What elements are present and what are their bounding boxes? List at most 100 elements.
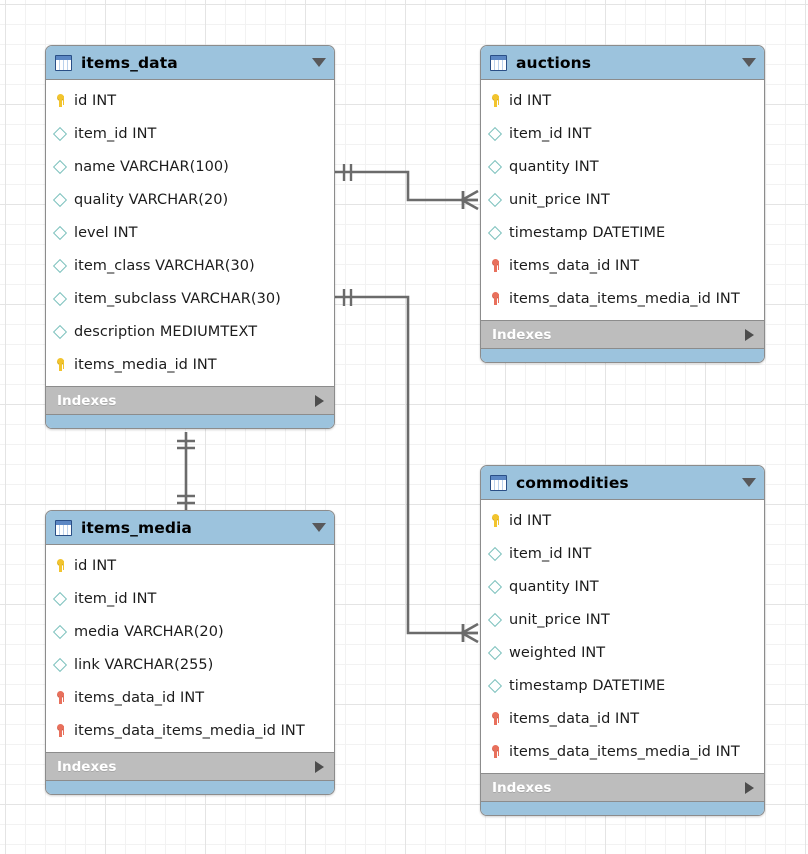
column-name: name VARCHAR(100) <box>74 158 229 175</box>
column-row[interactable]: link VARCHAR(255) <box>46 648 334 681</box>
column-name: timestamp DATETIME <box>509 224 666 241</box>
red-key-icon <box>54 722 69 739</box>
table-name: items_media <box>81 518 192 537</box>
column-row[interactable]: id INT <box>46 549 334 582</box>
table-header-items_media[interactable]: items_media <box>46 511 334 545</box>
red-key-icon <box>489 710 504 727</box>
teal-diamond-icon <box>54 191 69 208</box>
yellow-key-icon <box>54 92 69 109</box>
column-row[interactable]: name VARCHAR(100) <box>46 150 334 183</box>
relationship-items-data-items-media <box>177 432 195 512</box>
column-row[interactable]: items_data_items_media_id INT <box>46 714 334 747</box>
table-header-items_data[interactable]: items_data <box>46 46 334 80</box>
table-name: items_data <box>81 53 178 72</box>
teal-diamond-icon <box>54 290 69 307</box>
yellow-key-icon <box>54 557 69 574</box>
table-icon <box>55 54 72 71</box>
caret-down-icon[interactable] <box>742 478 756 487</box>
column-row[interactable]: item_class VARCHAR(30) <box>46 249 334 282</box>
column-row[interactable]: weighted INT <box>481 636 764 669</box>
column-name: items_data_id INT <box>74 689 205 706</box>
column-row[interactable]: items_data_items_media_id INT <box>481 735 764 768</box>
column-row[interactable]: level INT <box>46 216 334 249</box>
column-row[interactable]: id INT <box>481 84 764 117</box>
column-list: id INT item_id INT quantity INT unit_price … <box>481 80 764 320</box>
column-name: quantity INT <box>509 578 599 595</box>
column-name: description MEDIUMTEXT <box>74 323 258 340</box>
caret-down-icon[interactable] <box>312 523 326 532</box>
caret-right-icon[interactable] <box>315 760 324 773</box>
column-row[interactable]: quantity INT <box>481 150 764 183</box>
teal-diamond-icon <box>54 656 69 673</box>
column-name: item_id INT <box>509 125 592 142</box>
table-icon <box>490 474 507 491</box>
column-row[interactable]: description MEDIUMTEXT <box>46 315 334 348</box>
indexes-section-items_data[interactable]: Indexes <box>46 386 334 414</box>
column-row[interactable]: id INT <box>481 504 764 537</box>
column-name: items_data_items_media_id INT <box>509 743 740 760</box>
yellow-key-icon <box>489 512 504 529</box>
indexes-label: Indexes <box>57 392 117 409</box>
caret-down-icon[interactable] <box>742 58 756 67</box>
teal-diamond-icon <box>54 257 69 274</box>
teal-diamond-icon <box>489 611 504 628</box>
table-bottom-strip <box>481 348 764 362</box>
column-row[interactable]: items_data_items_media_id INT <box>481 282 764 315</box>
caret-down-icon[interactable] <box>312 58 326 67</box>
red-key-icon <box>489 257 504 274</box>
column-row[interactable]: timestamp DATETIME <box>481 669 764 702</box>
table-icon <box>55 519 72 536</box>
teal-diamond-icon <box>489 545 504 562</box>
column-row[interactable]: quality VARCHAR(20) <box>46 183 334 216</box>
table-header-commodities[interactable]: commodities <box>481 466 764 500</box>
column-name: media VARCHAR(20) <box>74 623 224 640</box>
teal-diamond-icon <box>489 677 504 694</box>
column-name: id INT <box>509 92 552 109</box>
column-name: items_data_items_media_id INT <box>74 722 305 739</box>
column-name: items_data_id INT <box>509 710 640 727</box>
column-row[interactable]: item_id INT <box>481 537 764 570</box>
column-list: id INT item_id INT quantity INT unit_price … <box>481 500 764 773</box>
column-row[interactable]: quantity INT <box>481 570 764 603</box>
teal-diamond-icon <box>489 644 504 661</box>
column-row[interactable]: item_id INT <box>46 582 334 615</box>
teal-diamond-icon <box>489 191 504 208</box>
indexes-section-items_media[interactable]: Indexes <box>46 752 334 780</box>
column-row[interactable]: timestamp DATETIME <box>481 216 764 249</box>
indexes-section-auctions[interactable]: Indexes <box>481 320 764 348</box>
column-row[interactable]: items_media_id INT <box>46 348 334 381</box>
column-row[interactable]: items_data_id INT <box>46 681 334 714</box>
table-header-auctions[interactable]: auctions <box>481 46 764 80</box>
column-row[interactable]: unit_price INT <box>481 183 764 216</box>
column-row[interactable]: items_data_id INT <box>481 702 764 735</box>
column-name: weighted INT <box>509 644 606 661</box>
teal-diamond-icon <box>54 590 69 607</box>
table-auctions[interactable]: auctions id INT item_id INT quantity INT uni… <box>480 45 765 363</box>
column-row[interactable]: media VARCHAR(20) <box>46 615 334 648</box>
column-row[interactable]: items_data_id INT <box>481 249 764 282</box>
table-name: auctions <box>516 53 592 72</box>
teal-diamond-icon <box>54 224 69 241</box>
column-row[interactable]: item_id INT <box>481 117 764 150</box>
indexes-section-commodities[interactable]: Indexes <box>481 773 764 801</box>
caret-right-icon[interactable] <box>315 394 324 407</box>
column-list: id INT item_id INT media VARCHAR(20) link V… <box>46 545 334 752</box>
column-name: id INT <box>74 557 117 574</box>
column-name: items_data_id INT <box>509 257 640 274</box>
column-row[interactable]: unit_price INT <box>481 603 764 636</box>
column-name: item_subclass VARCHAR(30) <box>74 290 281 307</box>
column-name: item_id INT <box>509 545 592 562</box>
column-row[interactable]: item_subclass VARCHAR(30) <box>46 282 334 315</box>
column-name: unit_price INT <box>509 191 610 208</box>
red-key-icon <box>54 689 69 706</box>
caret-right-icon[interactable] <box>745 781 754 794</box>
column-row[interactable]: item_id INT <box>46 117 334 150</box>
caret-right-icon[interactable] <box>745 328 754 341</box>
column-row[interactable]: id INT <box>46 84 334 117</box>
indexes-label: Indexes <box>57 758 117 775</box>
column-name: item_id INT <box>74 125 157 142</box>
table-commodities[interactable]: commodities id INT item_id INT quantity INT… <box>480 465 765 816</box>
